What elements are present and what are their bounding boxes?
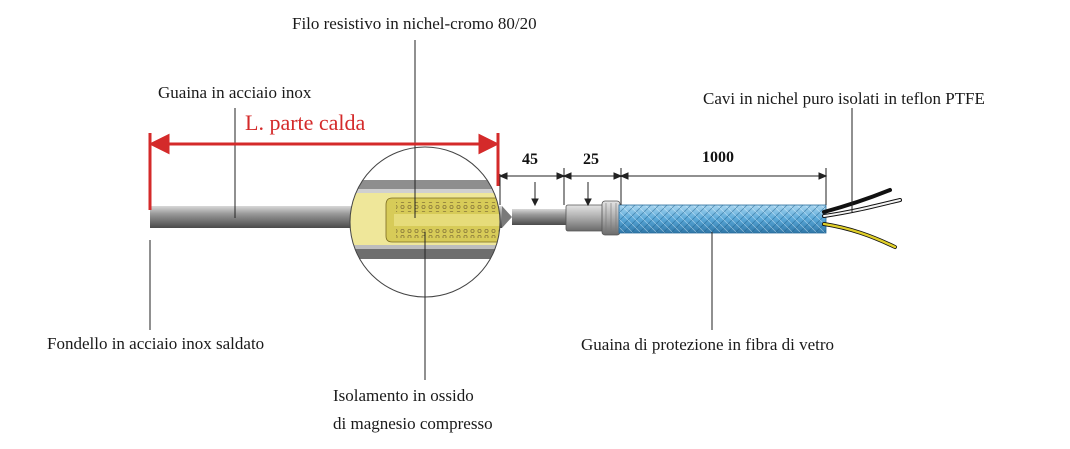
dim-45: 45 <box>522 151 538 168</box>
label-resistive-wire: Filo resistivo in nichel-cromo 80/20 <box>292 14 537 33</box>
label-end-cap: Fondello in acciaio inox saldato <box>47 334 264 353</box>
ferrule <box>565 200 621 236</box>
label-sheath: Guaina in acciaio inox <box>158 83 312 102</box>
glass-fibre-braid <box>618 204 827 234</box>
leader-lines <box>149 40 853 380</box>
label-insulation-line2: di magnesio compresso <box>333 414 493 433</box>
label-insulation-line1: Isolamento in ossido <box>333 386 474 405</box>
dimension-lines <box>498 168 828 207</box>
dim-25: 25 <box>583 151 599 168</box>
label-hot-length: L. parte calda <box>245 110 366 135</box>
label-cables: Cavi in nichel puro isolati in teflon PT… <box>703 89 985 108</box>
label-glass-sheath: Guaina di protezione in fibra di vetro <box>581 335 834 354</box>
dim-1000: 1000 <box>702 149 734 166</box>
lead-wires <box>822 188 902 249</box>
magnified-section <box>349 146 501 298</box>
hot-length-arrow <box>148 133 500 210</box>
